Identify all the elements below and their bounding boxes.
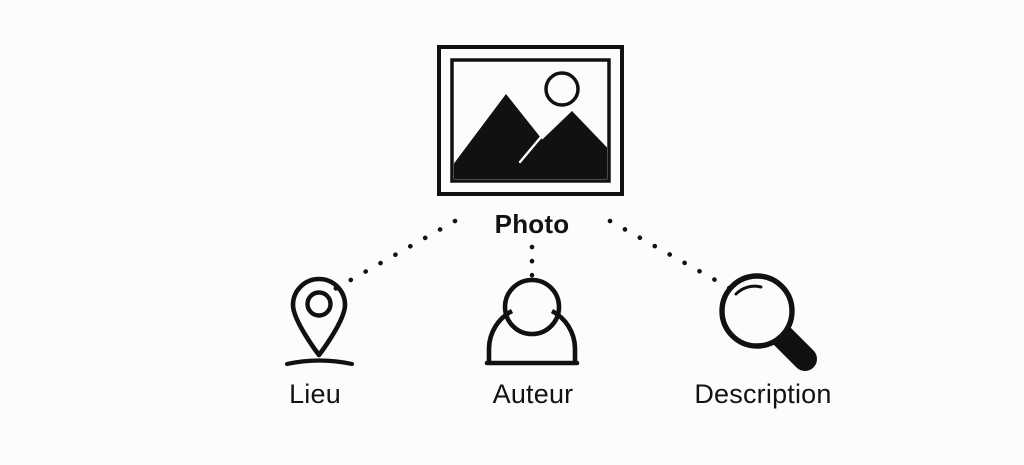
pin-hole-circle bbox=[305, 290, 333, 318]
location-pin-icon[interactable] bbox=[284, 276, 355, 367]
auteur-label: Auteur bbox=[492, 379, 574, 409]
photo-icon[interactable] bbox=[437, 45, 640, 196]
connector-photo-description bbox=[607, 218, 736, 293]
person-shoulders-shape bbox=[486, 308, 578, 363]
photo-inner-frame bbox=[450, 58, 611, 183]
photo-outer-frame bbox=[437, 45, 624, 196]
magnifier-glare-arc bbox=[734, 284, 763, 296]
person-head-circle bbox=[502, 277, 562, 337]
pin-body-shape bbox=[290, 276, 348, 358]
photo-picture-contents bbox=[454, 71, 607, 179]
sun-icon bbox=[544, 71, 580, 107]
mountain-separator-line bbox=[518, 129, 548, 164]
lieu-label: Lieu bbox=[289, 379, 341, 409]
pin-ground-line bbox=[284, 358, 355, 367]
person-icon[interactable] bbox=[484, 277, 580, 366]
photo-label: Photo bbox=[494, 209, 570, 239]
mountain-front-shape bbox=[454, 94, 574, 179]
magnifier-icon[interactable] bbox=[719, 273, 817, 371]
description-label: Description bbox=[694, 379, 832, 409]
connector-photo-lieu bbox=[330, 218, 458, 293]
magnifier-lens-ring bbox=[719, 273, 795, 349]
